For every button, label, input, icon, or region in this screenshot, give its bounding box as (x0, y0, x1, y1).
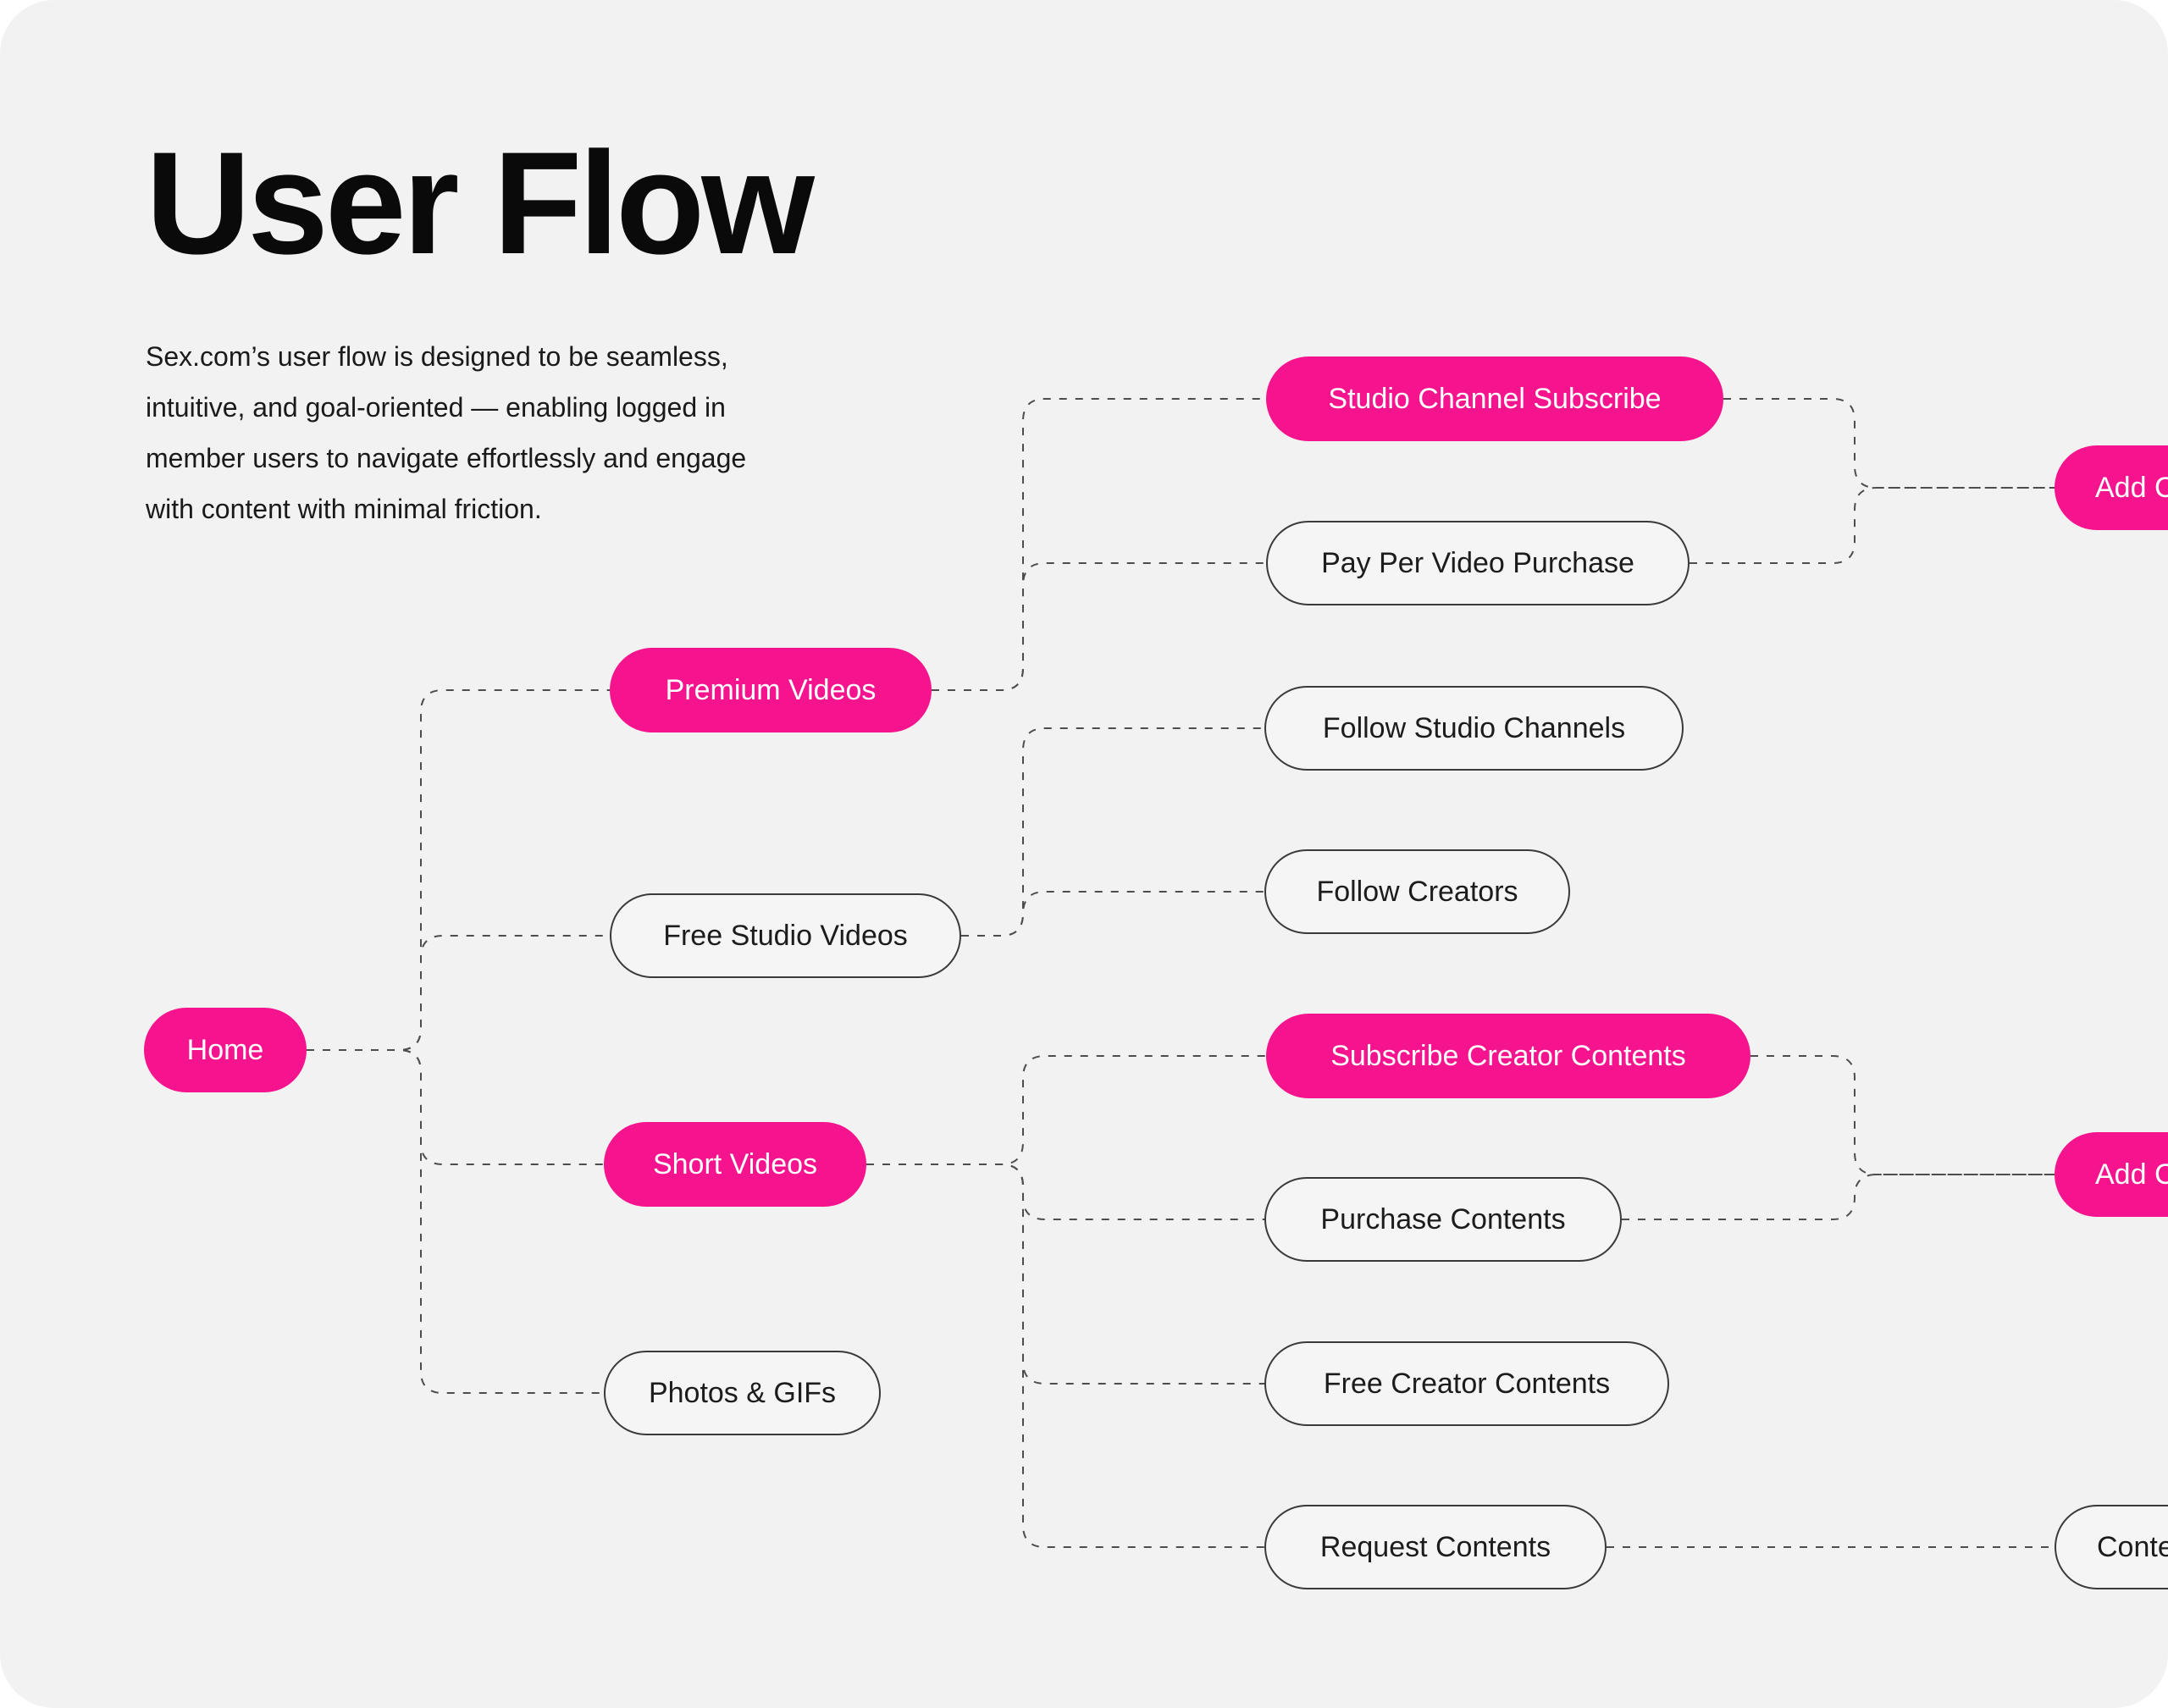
follow-creators-node[interactable]: Follow Creators (1264, 849, 1570, 934)
follow-studio-channels-node[interactable]: Follow Studio Channels (1264, 686, 1684, 771)
add-contents-top-node[interactable]: Add Co (2055, 445, 2168, 530)
pay-per-video-purchase-label: Pay Per Video Purchase (1321, 546, 1634, 579)
photos-gifs-label: Photos & GIFs (648, 1376, 837, 1409)
connector-short-videos-to-free-creator-contents (866, 1164, 1264, 1385)
home-label: Home (186, 1033, 264, 1066)
contents-request-result-node[interactable]: Conten (2055, 1505, 2168, 1589)
free-creator-contents-node[interactable]: Free Creator Contents (1264, 1341, 1669, 1426)
subscribe-creator-contents-label: Subscribe Creator Contents (1330, 1039, 1686, 1072)
connector-short-videos-to-request-contents (866, 1164, 1264, 1548)
connector-studio-channel-subscribe-to-add-contents-top (1723, 398, 2055, 489)
page-title: User Flow (146, 122, 815, 285)
request-contents-label: Request Contents (1319, 1530, 1551, 1563)
connector-short-videos-to-purchase-contents (866, 1164, 1264, 1220)
studio-channel-subscribe-label: Studio Channel Subscribe (1328, 382, 1662, 415)
description-line: with content with minimal friction. (146, 493, 542, 524)
connector-home-to-photos-gifs (307, 1049, 604, 1394)
connector-free-studio-videos-to-follow-creators (961, 891, 1264, 937)
follow-creators-label: Follow Creators (1316, 875, 1518, 908)
add-contents-bottom-label: Add Co (2095, 1158, 2168, 1191)
follow-studio-channels-label: Follow Studio Channels (1322, 711, 1626, 744)
short-videos-node[interactable]: Short Videos (604, 1122, 866, 1207)
connector-subscribe-creator-contents-to-add-contents-bottom (1750, 1055, 2055, 1175)
connector-home-to-free-studio-videos (307, 935, 610, 1051)
add-contents-bottom-node[interactable]: Add Co (2055, 1132, 2168, 1217)
purchase-contents-label: Purchase Contents (1320, 1202, 1566, 1235)
connector-free-studio-videos-to-follow-studio-channels (961, 727, 1264, 937)
subscribe-creator-contents-node[interactable]: Subscribe Creator Contents (1266, 1014, 1750, 1098)
add-contents-top-label: Add Co (2095, 471, 2168, 504)
free-studio-videos-node[interactable]: Free Studio Videos (610, 893, 961, 978)
short-videos-label: Short Videos (652, 1147, 818, 1180)
free-studio-videos-label: Free Studio Videos (663, 919, 908, 952)
connector-home-to-short-videos (307, 1049, 604, 1165)
home-node[interactable]: Home (144, 1008, 307, 1092)
studio-channel-subscribe-node[interactable]: Studio Channel Subscribe (1266, 357, 1723, 441)
connector-premium-videos-to-studio-channel-subscribe (932, 398, 1266, 691)
free-creator-contents-label: Free Creator Contents (1323, 1367, 1611, 1400)
description-line: Sex.com’s user flow is designed to be se… (146, 340, 728, 372)
photos-gifs-node[interactable]: Photos & GIFs (604, 1351, 881, 1435)
pay-per-video-purchase-node[interactable]: Pay Per Video Purchase (1266, 521, 1690, 605)
connector-home-to-premium-videos (307, 689, 610, 1051)
description-line: member users to navigate effortlessly an… (146, 442, 747, 473)
page-description: Sex.com’s user flow is designed to be se… (146, 331, 811, 534)
purchase-contents-node[interactable]: Purchase Contents (1264, 1177, 1622, 1262)
request-contents-node[interactable]: Request Contents (1264, 1505, 1607, 1589)
premium-videos-node[interactable]: Premium Videos (610, 648, 932, 732)
connector-pay-per-video-purchase-to-add-contents-top (1690, 487, 2055, 564)
header: User Flow Sex.com’s user flow is designe… (146, 122, 815, 534)
connector-purchase-contents-to-add-contents-bottom (1622, 1174, 2055, 1220)
connector-short-videos-to-subscribe-creator-contents (866, 1055, 1266, 1165)
contents-request-result-label: Conten (2097, 1530, 2168, 1563)
connector-premium-videos-to-pay-per-video-purchase (932, 562, 1266, 691)
premium-videos-label: Premium Videos (665, 673, 877, 706)
description-line: intuitive, and goal-oriented — enabling … (146, 391, 726, 423)
